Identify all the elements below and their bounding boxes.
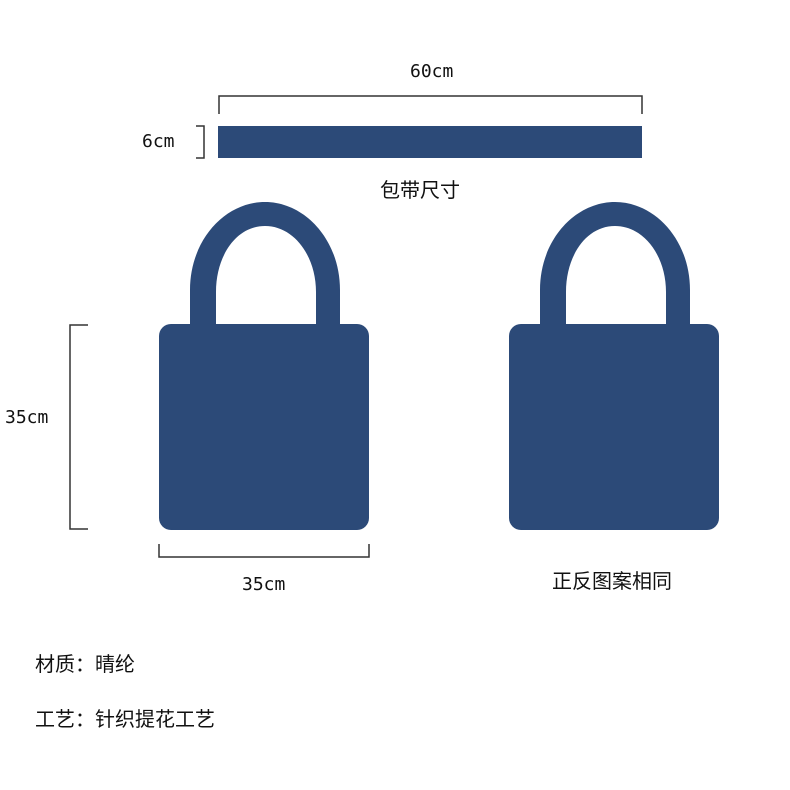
back-bag-handle <box>540 202 690 325</box>
material-spec: 材质：晴纶 <box>35 652 135 676</box>
front-bag-handle <box>190 202 340 325</box>
strap-width-label: 6cm <box>142 131 175 152</box>
strap-shape <box>218 126 642 158</box>
front-bag-body <box>159 324 369 530</box>
back-bag-caption: 正反图案相同 <box>552 569 672 593</box>
strap-length-bracket <box>218 95 643 114</box>
front-bag <box>159 202 369 530</box>
back-bag-body <box>509 324 719 530</box>
back-bag <box>509 202 719 530</box>
bag-width-bracket <box>158 544 370 558</box>
craft-spec: 工艺：针织提花工艺 <box>35 707 215 731</box>
strap-caption: 包带尺寸 <box>380 178 460 202</box>
strap-width-bracket <box>196 125 205 159</box>
strap-length-label: 60cm <box>410 61 454 82</box>
bag-height-label: 35cm <box>5 407 49 428</box>
bag-width-label: 35cm <box>242 574 286 595</box>
bag-height-bracket <box>69 324 88 530</box>
